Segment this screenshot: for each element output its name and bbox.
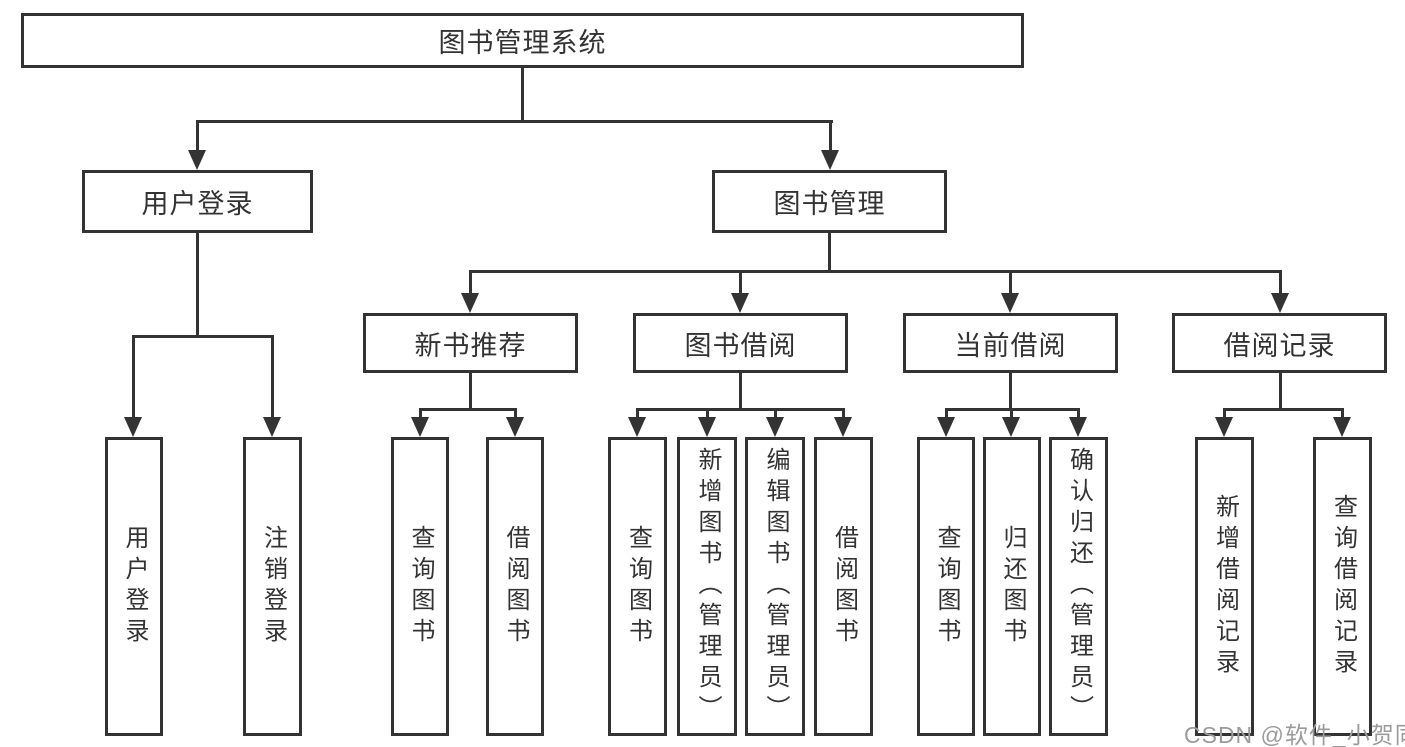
connector-arrow-stem [271,335,274,417]
leaf-logout-login: 注销登录 [243,437,302,736]
leaf-add-borrow-record-label: 新增借阅记录 [1211,493,1239,680]
leaf-logout-login-label: 注销登录 [259,524,287,649]
connector-arrow-stem [196,120,199,150]
arrow-down-icon [1001,293,1019,313]
leaf-recommend-query-book: 查询图书 [391,437,449,736]
leaf-return-book: 归还图书 [983,437,1041,736]
connector-arrow-stem [706,408,709,417]
connector-group4-split [1223,408,1343,411]
leaf-current-query-book: 查询图书 [917,437,975,736]
arrow-down-icon [1271,293,1289,313]
connector-group1-stem [469,373,472,408]
leaf-return-book-label: 归还图书 [999,524,1026,649]
connector-group3-stem [1009,373,1012,408]
node-book-management-label: 图书管理 [773,189,886,219]
connector-arrow-stem [1010,408,1013,417]
arrow-down-icon [411,417,429,437]
arrow-down-icon [506,417,524,437]
arrow-down-icon [124,417,142,437]
leaf-borrow-query-book: 查询图书 [608,437,667,736]
connector-group2-split [636,408,844,411]
node-new-book-recommend-label: 新书推荐 [414,330,527,361]
connector-l1-split [196,120,833,123]
arrow-down-icon [628,417,646,437]
leaf-confirm-return-admin: 确认归还（管理员） [1049,437,1108,736]
leaf-borrow-query-book-label: 查询图书 [624,524,652,649]
leaf-query-borrow-record: 查询借阅记录 [1313,437,1372,736]
arrow-down-icon [731,293,749,313]
node-book-borrow: 图书借阅 [633,313,848,373]
connector-arrow-stem [469,270,472,293]
connector-group1-split [419,408,517,411]
arrow-down-icon [937,417,955,437]
leaf-recommend-borrow-book: 借阅图书 [486,437,544,736]
node-root-label: 图书管理系统 [438,28,607,58]
connector-arrow-stem [842,408,845,417]
leaf-current-query-book-label: 查询图书 [933,524,960,649]
arrow-down-icon [263,417,281,437]
connector-group4-stem [1279,373,1282,408]
node-book-borrow-label: 图书借阅 [684,330,797,361]
arrow-down-icon [1333,417,1351,437]
connector-arrow-stem [1009,270,1012,293]
connector-arrow-stem [419,408,422,417]
connector-arrow-stem [1279,270,1282,293]
connector-arrow-stem [1341,408,1344,417]
connector-arrow-stem [1223,408,1226,417]
connector-group2-stem [739,373,742,408]
node-book-management: 图书管理 [712,170,947,233]
node-current-borrow: 当前借阅 [903,313,1118,373]
leaf-borrow-book-label: 借阅图书 [830,524,858,649]
node-borrow-record-label: 借阅记录 [1223,330,1336,361]
connector-book-mgmt-stem [828,233,831,270]
connector-arrow-stem [945,408,948,417]
arrow-down-icon [461,293,479,313]
arrow-down-icon [1215,417,1233,437]
leaf-recommend-borrow-book-label: 借阅图书 [502,524,529,649]
connector-user-login-stem [196,233,199,335]
leaf-user-login-label: 用户登录 [121,524,148,649]
connector-l2-split [469,270,1282,273]
arrow-down-icon [1069,417,1087,437]
leaf-add-borrow-record: 新增借阅记录 [1195,437,1254,736]
leaf-user-login: 用户登录 [105,437,163,736]
leaf-query-borrow-record-label: 查询借阅记录 [1329,493,1357,680]
arrow-down-icon [766,417,784,437]
connector-arrow-stem [1077,408,1080,417]
leaf-confirm-return-admin-label: 确认归还（管理员） [1065,447,1093,726]
connector-arrow-stem [514,408,517,417]
connector-arrow-stem [132,335,135,417]
leaf-recommend-query-book-label: 查询图书 [407,524,434,649]
connector-arrow-stem [774,408,777,417]
node-current-borrow-label: 当前借阅 [954,330,1067,361]
leaf-edit-book-admin: 编辑图书（管理员） [745,437,805,736]
csdn-watermark: CSDN @软件_小贺同学 [1184,722,1405,747]
node-borrow-record: 借阅记录 [1172,313,1387,373]
connector-arrow-stem [739,270,742,293]
arrow-down-icon [1002,417,1020,437]
arrow-down-icon [821,150,839,170]
leaf-add-book-admin: 新增图书（管理员） [677,437,737,736]
connector-root-stem [521,68,524,120]
arrow-down-icon [188,150,206,170]
connector-arrow-stem [636,408,639,417]
node-user-login: 用户登录 [82,170,313,233]
leaf-add-book-admin-label: 新增图书（管理员） [694,447,721,726]
connector-arrow-stem [829,120,832,150]
node-root: 图书管理系统 [21,13,1024,68]
leaf-edit-book-admin-label: 编辑图书（管理员） [762,447,789,726]
arrow-down-icon [834,417,852,437]
node-new-book-recommend: 新书推荐 [363,313,578,373]
arrow-down-icon [698,417,716,437]
connector-user-login-split [132,335,274,338]
node-user-login-label: 用户登录 [141,189,254,219]
leaf-borrow-book: 借阅图书 [814,437,873,736]
